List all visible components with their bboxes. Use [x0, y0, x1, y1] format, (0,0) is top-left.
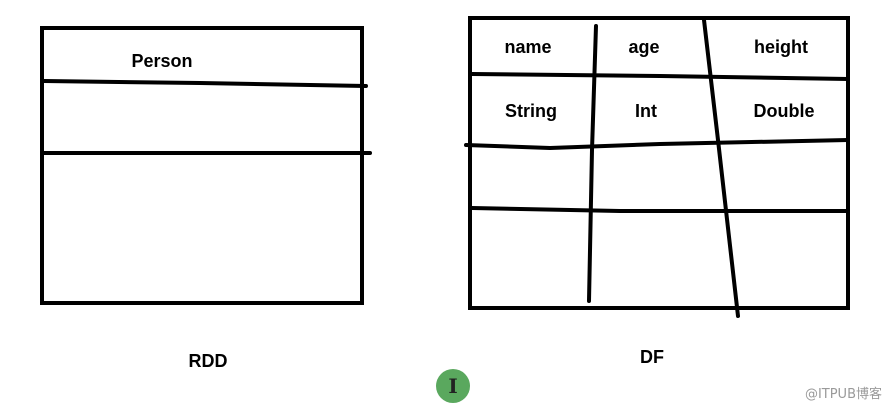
df-column-name: age [628, 37, 659, 57]
text-cursor-indicator: I [436, 369, 470, 403]
rdd-diagram: Person RDD [40, 26, 372, 371]
df-column-type: String [505, 101, 557, 121]
df-diagram: name age height String Int Double DF [464, 16, 850, 367]
df-column-type: Int [635, 101, 657, 121]
rdd-divider-1 [42, 79, 368, 88]
cursor-circle [436, 369, 470, 403]
text-cursor-icon: I [448, 374, 457, 398]
df-column-line-1 [587, 24, 598, 303]
df-column-type: Double [754, 101, 815, 121]
df-row-line-2 [464, 138, 850, 151]
rdd-header-label: Person [131, 51, 192, 71]
watermark: @ITPUB博客 [805, 386, 882, 402]
df-column-name: height [754, 37, 808, 57]
df-caption: DF [640, 347, 664, 367]
df-box-outline [468, 16, 850, 310]
rdd-caption: RDD [189, 351, 228, 371]
df-column-name: name [504, 37, 551, 57]
rdd-box-outline [40, 26, 364, 305]
df-column-line-2 [702, 18, 740, 318]
df-row-line-3 [470, 206, 850, 213]
df-row-line-1 [470, 72, 850, 81]
